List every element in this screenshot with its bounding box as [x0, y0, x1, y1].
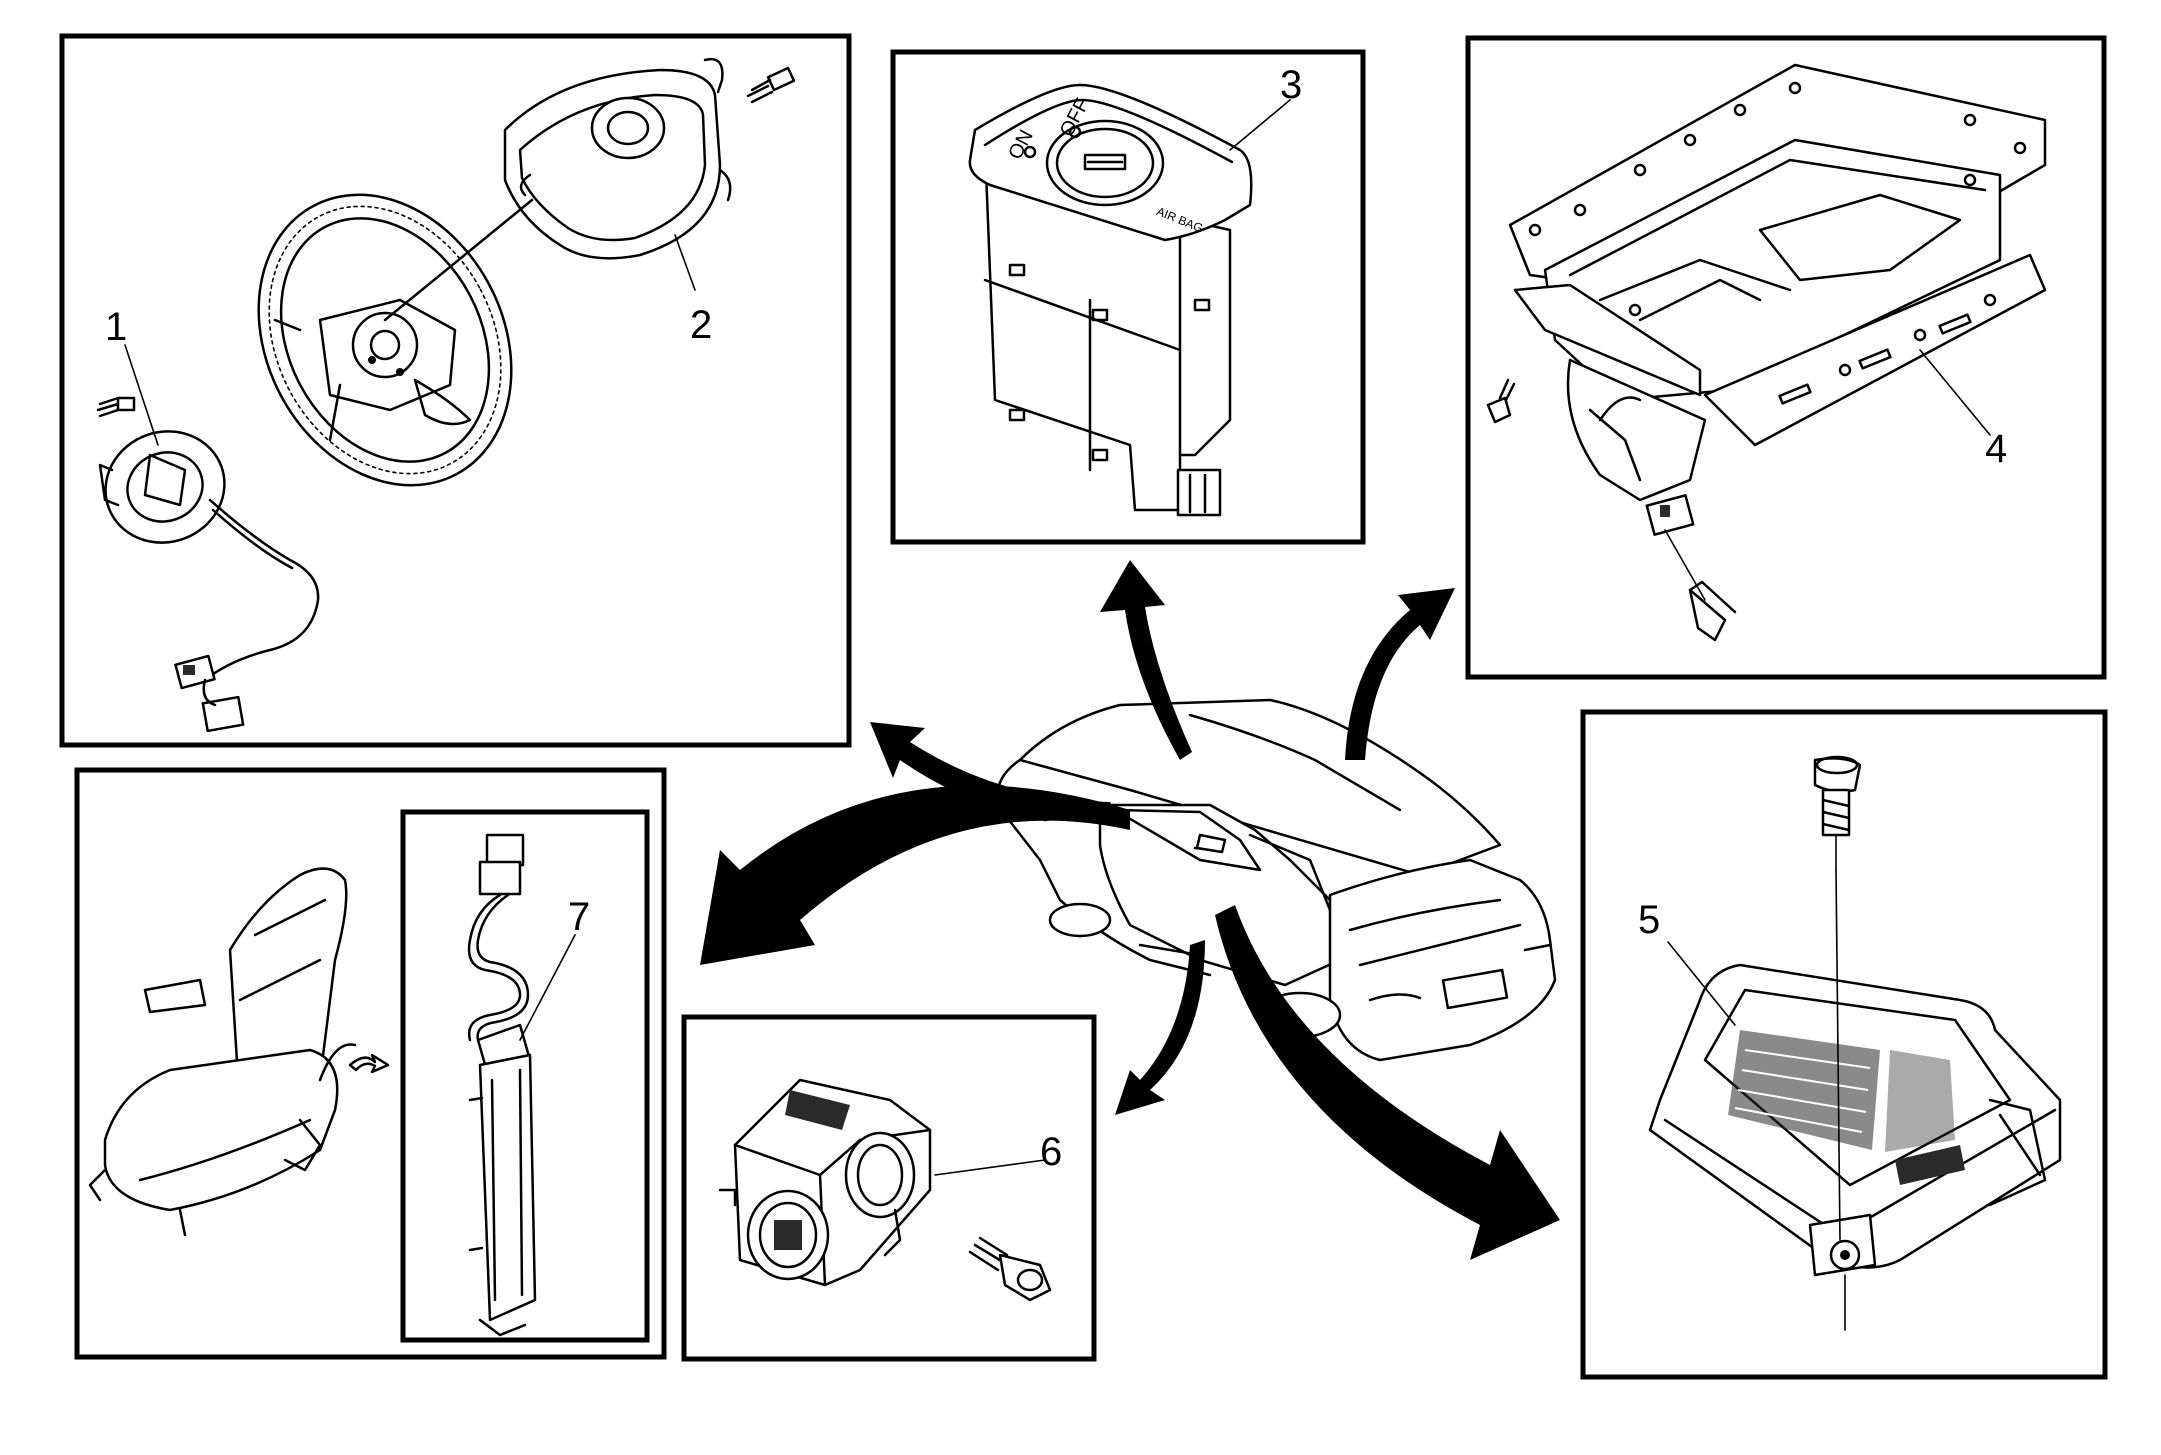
driver-airbag-module — [383, 57, 732, 322]
callout-3-leader — [1229, 99, 1291, 151]
arrow-to-seat-airbag — [700, 785, 1130, 965]
airbag-lower-bolt-icon — [1664, 529, 1737, 642]
front-seat — [88, 867, 357, 1237]
side-impact-sensor — [718, 1078, 932, 1287]
module-label-hatch — [1728, 1030, 1965, 1185]
clock-spring-screw-icon — [96, 396, 136, 418]
callout-3: 3 — [1280, 63, 1302, 107]
callout-4: 4 — [1985, 427, 2007, 471]
callout-6-leader — [934, 1159, 1046, 1176]
callout-5-leader — [1667, 941, 1736, 1026]
airbag-bolt-icon — [1486, 378, 1516, 424]
callout-1-leader — [124, 344, 159, 446]
clock-spring — [98, 430, 320, 733]
arrow-to-switch — [1100, 560, 1192, 760]
callout-7: 7 — [568, 895, 590, 939]
callout-1: 1 — [105, 305, 127, 349]
panel-airbag-switch: ON OFF AIR BAG 3 — [890, 49, 1366, 545]
panel-steering-wheel: 2 1 — [59, 33, 852, 748]
callout-2-leader — [674, 234, 696, 291]
callout-5: 5 — [1638, 898, 1660, 942]
panel-seat-airbag: 7 — [74, 767, 667, 1360]
panel-passenger-airbag: 4 — [1465, 35, 2107, 680]
seat-to-airbag-arrow — [348, 1053, 390, 1074]
arrow-to-side-sensor — [1115, 940, 1205, 1115]
airbag-screw-icon — [746, 66, 796, 104]
callout-7-leader — [519, 934, 576, 1041]
panel-control-module: 5 — [1580, 709, 2108, 1380]
passenger-airbag-switch: ON OFF AIR BAG — [968, 83, 1253, 517]
side-airbag — [467, 833, 537, 1337]
callout-4-leader — [1919, 349, 1991, 436]
callout-6: 6 — [1040, 1130, 1062, 1174]
steering-wheel — [257, 193, 513, 487]
passenger-airbag-module — [1508, 63, 2047, 536]
sensor-bolt-icon — [968, 1236, 1052, 1302]
module-bolt-icon — [1813, 755, 1862, 871]
panel-side-sensor: 6 — [681, 1014, 1097, 1362]
pointer-arrows — [700, 560, 1560, 1260]
callout-2: 2 — [690, 303, 712, 347]
arrow-to-passenger-airbag — [1345, 588, 1455, 760]
airbag-control-module — [1648, 869, 2062, 1331]
arrow-to-control-module — [1215, 905, 1560, 1260]
